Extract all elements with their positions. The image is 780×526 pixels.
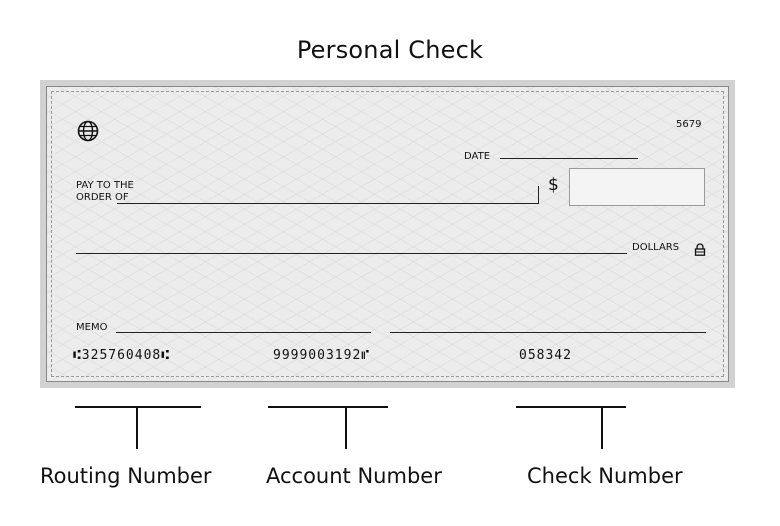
check-frame bbox=[51, 91, 724, 377]
check-bracket-bar bbox=[516, 406, 626, 408]
check-bracket-stem bbox=[601, 406, 603, 449]
amount-words-line bbox=[76, 253, 627, 254]
dollars-label: DOLLARS bbox=[632, 242, 680, 253]
routing-micr: ⑆325760408⑆ bbox=[73, 348, 171, 363]
pay-to-label-line2: ORDER OF bbox=[76, 192, 129, 203]
account-micr: 9999003192⑈ bbox=[273, 348, 371, 363]
routing-bracket-bar bbox=[75, 406, 201, 408]
globe-icon bbox=[77, 120, 99, 142]
payee-line bbox=[117, 203, 538, 204]
check-number: 5679 bbox=[676, 119, 702, 130]
lock-icon bbox=[694, 241, 706, 256]
account-bracket-stem bbox=[345, 406, 347, 449]
check-number-micr: 058342 bbox=[519, 348, 572, 363]
date-line bbox=[500, 158, 638, 159]
dollar-sign: $ bbox=[548, 175, 559, 195]
amount-box bbox=[569, 168, 705, 206]
account-number-label: Account Number bbox=[266, 464, 442, 488]
pay-to-label-line1: PAY TO THE bbox=[76, 180, 134, 191]
date-label: DATE bbox=[464, 151, 491, 162]
check-number-label: Check Number bbox=[527, 464, 683, 488]
payee-line-end bbox=[538, 186, 539, 204]
routing-number-label: Routing Number bbox=[40, 464, 212, 488]
account-bracket-bar bbox=[268, 406, 388, 408]
memo-label: MEMO bbox=[76, 322, 108, 333]
signature-line bbox=[390, 332, 706, 333]
routing-bracket-stem bbox=[136, 406, 138, 449]
page-title: Personal Check bbox=[296, 36, 484, 64]
memo-line bbox=[116, 332, 371, 333]
